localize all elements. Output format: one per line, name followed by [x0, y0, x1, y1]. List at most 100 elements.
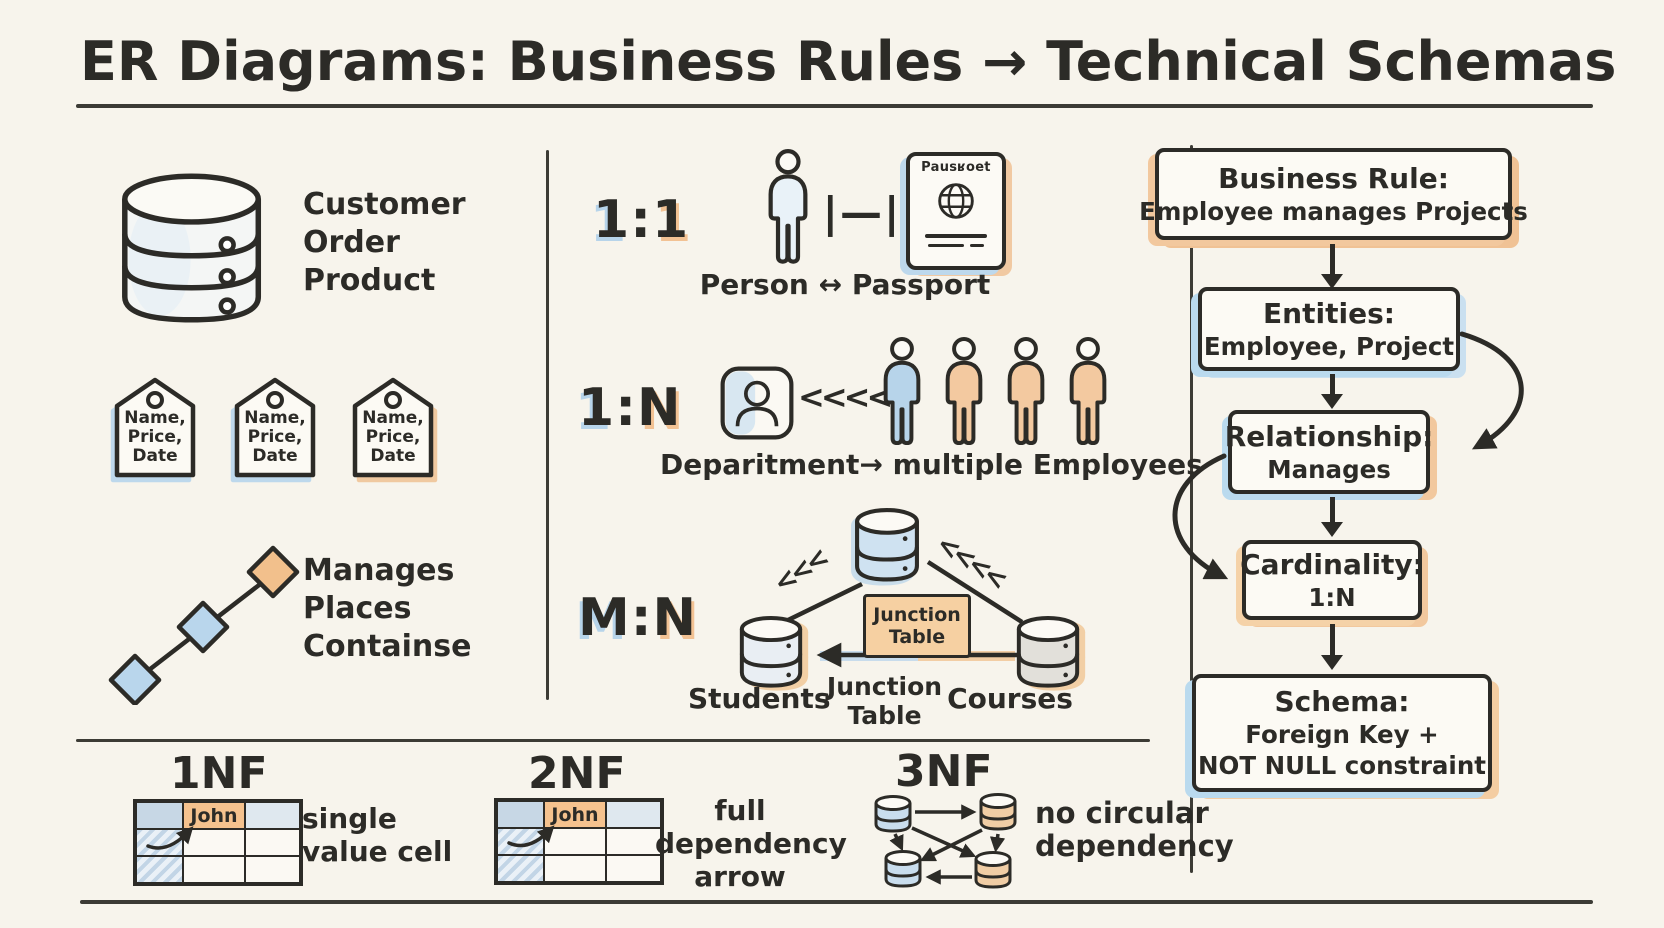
- dependency-arrow-icon: [146, 826, 194, 850]
- nf-caption-line: single: [302, 802, 397, 835]
- down-arrow-icon: [1330, 374, 1335, 396]
- tag-line: Name,: [362, 408, 424, 428]
- flow-box-schema: Schema: Foreign Key + NOT NULL constrain…: [1192, 674, 1492, 792]
- table-cell: [497, 855, 544, 882]
- flow-box-line: Business Rule:: [1218, 161, 1449, 195]
- tag-icon: [352, 377, 434, 478]
- one-to-one-caption: Person ↔ Passport: [699, 268, 991, 301]
- person-icon: [945, 336, 983, 446]
- down-arrow-icon: [1330, 624, 1335, 657]
- flow-box-relationship: Relationship: Manages: [1225, 410, 1433, 494]
- cardinality-1-1-label: 1:1: [593, 190, 689, 250]
- junction-box-line: Table: [888, 626, 946, 648]
- tag-line: Price,: [247, 427, 303, 447]
- nf-table-2nf: John: [494, 798, 664, 885]
- tag-line: Price,: [127, 427, 183, 447]
- table-cell: [136, 856, 183, 883]
- cylinder-icon: [739, 615, 803, 688]
- down-arrow-icon: [1330, 244, 1335, 276]
- id-card-icon: [720, 366, 794, 440]
- relationship-name: Manages: [303, 553, 455, 588]
- table-cell: [245, 856, 300, 883]
- attribute-tag: Name, Price, Date: [350, 376, 436, 480]
- table-cell: [136, 802, 183, 829]
- cylinder-icon: [884, 850, 922, 888]
- table-cell: [497, 801, 544, 828]
- person-icon: [1069, 336, 1107, 446]
- junction-box-line: Junction: [873, 604, 961, 626]
- flow-box-line: Schema:: [1274, 685, 1410, 718]
- tag-line: Date: [370, 446, 416, 466]
- attribute-tag: Name, Price, Date: [112, 376, 198, 480]
- nf-caption-3nf: no circular dependency: [1035, 797, 1234, 863]
- tag-icon: [234, 377, 316, 478]
- flow-box-line: Cardinality:: [1240, 547, 1424, 581]
- nf-caption-line: full: [714, 794, 766, 827]
- cardinality-left: M: [578, 588, 631, 648]
- cylinder-icon: [979, 793, 1017, 831]
- relationship-name-list: Manages Places Containse: [303, 552, 471, 666]
- tag-line: Date: [252, 446, 298, 466]
- courses-caption: Courses: [947, 682, 1073, 715]
- nf-heading-1nf: 1NF: [170, 748, 268, 799]
- relationship-name: Containse: [303, 629, 472, 664]
- cardinality-right: N: [636, 378, 682, 438]
- cardinality-colon: :: [630, 190, 652, 250]
- divider-left-middle: [546, 150, 549, 700]
- flow-box-business-rule: Business Rule: Employee manages Projects: [1139, 148, 1528, 240]
- flow-box-line: Foreign Key +: [1245, 720, 1439, 749]
- table-cell: [245, 829, 300, 856]
- nf-caption-line: arrow: [694, 860, 786, 893]
- divider-normalization: [76, 739, 1150, 742]
- junction-caption-line: Junction: [826, 672, 943, 701]
- cylinder-icon: [874, 795, 912, 833]
- entity-name: Customer: [303, 187, 466, 222]
- nf-heading-2nf: 2NF: [528, 748, 626, 799]
- divider-middle-right: [1190, 145, 1193, 873]
- curved-arrow-icon: [1459, 331, 1524, 450]
- chevrons-left-icon: <<<<: [798, 378, 893, 416]
- globe-icon: [938, 183, 974, 219]
- table-cell: [497, 828, 544, 855]
- cardinality-1-n-label: 1:N: [578, 378, 682, 438]
- person-icon: [768, 149, 808, 264]
- dependency-arrow-icon: [507, 825, 555, 848]
- down-arrow-icon: [1330, 497, 1335, 524]
- nf-caption-1nf: single value cell: [302, 802, 452, 868]
- cylinder-icon: [974, 851, 1012, 889]
- nf-caption-line: dependency: [655, 827, 847, 860]
- flow-box-line: Employee, Project: [1203, 331, 1455, 361]
- nf-table-1nf: John: [133, 799, 303, 886]
- title-underline: [76, 104, 1593, 108]
- junction-table-box: Junction Table: [863, 594, 971, 658]
- passport-line: [925, 234, 987, 238]
- tag-icon: [114, 377, 196, 478]
- tag-line: Name,: [124, 408, 186, 428]
- entity-name: Product: [303, 263, 436, 298]
- table-cell-john: John: [544, 801, 606, 828]
- flow-box-line: Relationship:: [1224, 419, 1434, 453]
- tag-line: Price,: [365, 427, 421, 447]
- page-title: ER Diagrams: Business Rules → Technical …: [80, 30, 1617, 93]
- table-cell: [183, 856, 245, 883]
- passport-line: [928, 243, 984, 247]
- attribute-tag: Name, Price, Date: [232, 376, 318, 480]
- table-cell: [245, 802, 300, 829]
- cylinder-icon: [1016, 615, 1080, 688]
- one-to-many-caption: Deparitment→ multiple Employees: [660, 448, 1203, 481]
- person-icon: [883, 336, 921, 446]
- curved-arrow-icon: [1172, 453, 1229, 580]
- database-icon: [122, 173, 262, 323]
- nf-heading-3nf: 3NF: [895, 746, 993, 797]
- cardinality-colon: :: [630, 588, 653, 648]
- one-to-one-link-icon: |—|: [822, 188, 902, 237]
- nf-caption-line: no circular: [1035, 796, 1209, 830]
- cardinality-left: 1: [578, 378, 616, 438]
- flow-box-line: Manages: [1267, 454, 1391, 484]
- flow-box-entities: Entities: Employee, Project: [1198, 287, 1460, 371]
- tag-line: Date: [132, 446, 178, 466]
- nf-3nf-diagram: [874, 793, 1017, 889]
- entity-name: Order: [303, 225, 400, 260]
- table-cell: [544, 855, 606, 882]
